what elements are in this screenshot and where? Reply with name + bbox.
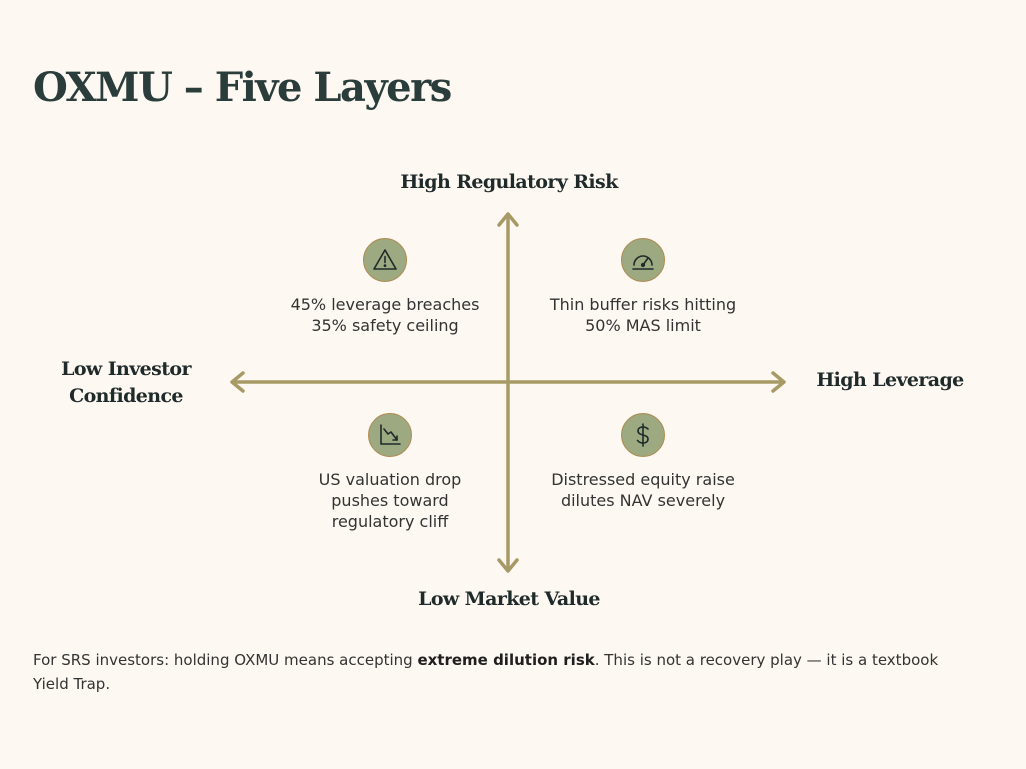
arrow-up [497, 212, 519, 227]
quadrant-bottom-right: Distressed equity raise dilutes NAV seve… [543, 413, 743, 511]
arrow-right [771, 371, 786, 393]
page-title: OXMU – Five Layers [33, 64, 452, 111]
gauge-icon [621, 238, 665, 282]
arrow-left [230, 371, 245, 393]
warning-triangle-icon [363, 238, 407, 282]
axis-label-left-line1: Low Investor [61, 358, 191, 380]
quadrant-top-left-text: 45% leverage breaches 35% safety ceiling [290, 295, 480, 335]
axis-label-left: Low Investor Confidence [44, 356, 208, 410]
trend-down-icon [368, 413, 412, 457]
quadrant-bottom-left: US valuation drop pushes toward regulato… [290, 413, 490, 532]
quadrant-top-right: Thin buffer risks hitting 50% MAS limit [543, 238, 743, 336]
arrow-down [497, 558, 519, 573]
dollar-icon [621, 413, 665, 457]
quadrant-top-left: 45% leverage breaches 35% safety ceiling [285, 238, 485, 336]
footer-bold: extreme dilution risk [417, 651, 595, 669]
footer-suffix: . This is not a recovery play — it is a … [33, 651, 939, 693]
axis-label-left-line2: Confidence [69, 385, 183, 407]
footer-prefix: For SRS investors: holding OXMU means ac… [33, 651, 418, 669]
axis-label-bottom: Low Market Value [418, 588, 600, 610]
axis-label-right: High Leverage [816, 369, 964, 391]
quadrant-bottom-left-text: US valuation drop pushes toward regulato… [318, 470, 462, 531]
axis-label-top: High Regulatory Risk [400, 171, 618, 193]
quadrant-top-right-text: Thin buffer risks hitting 50% MAS limit [549, 295, 737, 335]
footer-note: For SRS investors: holding OXMU means ac… [33, 648, 973, 696]
quadrant-bottom-right-text: Distressed equity raise dilutes NAV seve… [551, 470, 735, 510]
